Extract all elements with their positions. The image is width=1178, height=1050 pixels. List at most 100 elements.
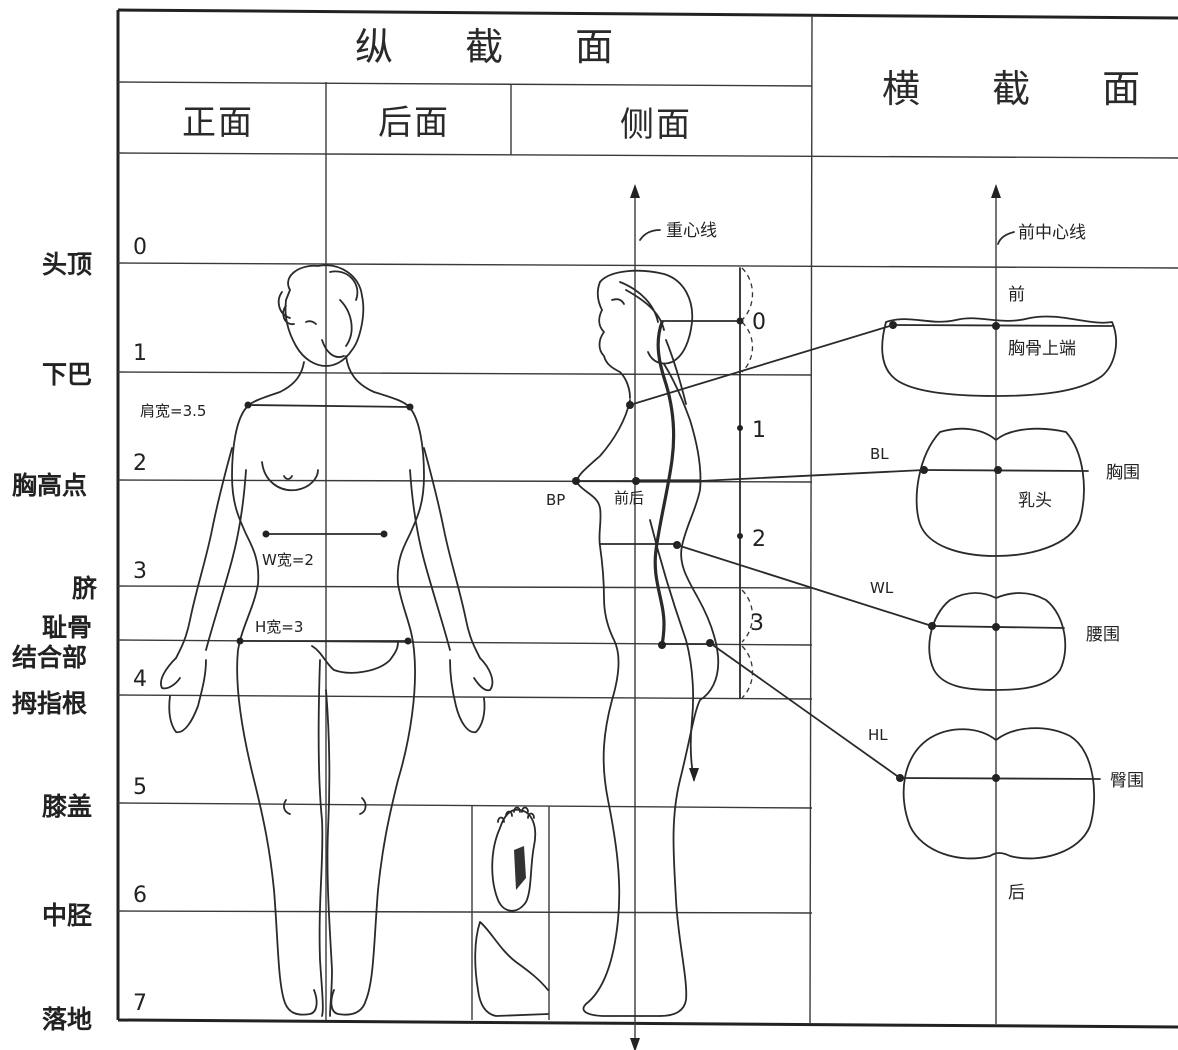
side-eye <box>611 298 625 305</box>
arm-arrow <box>689 768 699 782</box>
section-hip-line <box>899 777 1101 780</box>
head-unit-0 <box>741 267 754 373</box>
section-bust-line-label: BL <box>870 445 889 463</box>
ruler-dot-1 <box>737 425 743 431</box>
section-sternum-name: 胸骨上端 <box>1008 339 1076 359</box>
gravity-label-leader <box>639 229 661 241</box>
left-shoulder <box>245 361 305 409</box>
section-bust-dot-c <box>994 466 1002 474</box>
side-face <box>596 281 631 399</box>
side-center-dot <box>632 477 640 485</box>
section-bust-line <box>923 469 1089 472</box>
side-bp-dot <box>572 477 580 485</box>
right-hand <box>449 657 494 734</box>
section-bust-inner: 乳头 <box>1018 491 1052 511</box>
section-sternum-dot-c <box>992 322 1000 330</box>
connector-bust <box>699 469 925 482</box>
head-outline <box>284 264 365 367</box>
level-lines <box>117 262 1178 1020</box>
left-inner-leg <box>317 659 324 1017</box>
foot-sketches <box>474 806 549 1017</box>
right-arm-outer <box>423 447 481 659</box>
side-back-outline <box>659 363 720 1017</box>
level-label-4: 拇指根 <box>12 689 87 718</box>
ruler-dot-0 <box>736 317 744 325</box>
level-num-5: 5 <box>133 775 147 800</box>
bp-label: BP <box>546 491 565 509</box>
buttock-curve <box>311 641 399 674</box>
ruler-num-3: 3 <box>750 611 764 636</box>
section-hip <box>902 727 1095 860</box>
foot-side <box>474 921 549 1017</box>
right-inner-leg <box>325 689 333 1017</box>
shoulder-width-line <box>247 404 411 408</box>
header-side: 侧面 <box>620 105 692 145</box>
hair-curls <box>277 270 359 358</box>
level-numbers: 0 1 2 3 4 5 6 7 <box>133 235 147 1016</box>
level-num-0: 0 <box>133 235 147 260</box>
hip-right-dot <box>404 637 412 645</box>
section-hip-name: 臀围 <box>1110 771 1144 791</box>
cross-front-label: 前 <box>1008 285 1025 305</box>
section-hip-line-label: HL <box>868 726 888 744</box>
eye <box>305 320 317 325</box>
foot-arch <box>514 846 526 890</box>
side-hair <box>619 281 665 331</box>
side-head-back <box>599 269 694 365</box>
level-num-2: 2 <box>133 451 147 476</box>
right-arm-inner <box>409 469 451 651</box>
gravity-arrow-top <box>630 184 640 198</box>
level-label-pubic-1: 耻骨 <box>42 613 92 642</box>
waist-width-label: W宽=2 <box>262 551 314 569</box>
section-bust <box>915 427 1085 557</box>
side-back-neck <box>665 339 687 405</box>
connector-hip <box>709 642 901 779</box>
level-label-pubic-2: 结合部 <box>12 643 87 672</box>
ruler-num-1: 1 <box>752 418 766 443</box>
head-unit-3 <box>741 589 754 699</box>
hip-left-dot <box>236 637 244 645</box>
section-waist-name: 腰围 <box>1086 625 1120 645</box>
shoulder-width-label: 肩宽=3.5 <box>140 402 206 420</box>
hip-width-label: H宽=3 <box>255 618 303 636</box>
section-waist <box>928 592 1067 691</box>
left-hand <box>160 657 207 734</box>
center-axis-arrow <box>991 184 1001 198</box>
level-num-7: 7 <box>133 991 147 1016</box>
toes <box>497 806 535 823</box>
cross-sections: 前中心线 前 后 胸骨上端 BL 胸围 乳头 WL 腰围 HL 臀围 <box>868 184 1144 1024</box>
header-back: 后面 <box>378 103 450 143</box>
section-bust-name: 胸围 <box>1106 463 1140 483</box>
section-hip-dot-c <box>992 774 1000 782</box>
level-label-3: 脐 <box>72 574 98 603</box>
connector-lines <box>629 324 933 779</box>
left-outline <box>231 407 318 1016</box>
gravity-arrow-bottom <box>630 1038 640 1050</box>
right-outline <box>330 407 425 1016</box>
shoulder-right-dot <box>406 403 414 411</box>
connector-waist <box>676 544 933 627</box>
knee-marks <box>283 797 367 815</box>
gravity-line-label: 重心线 <box>666 221 717 241</box>
breast-outline <box>261 461 319 492</box>
level-labels: 头顶 下巴 胸高点 脐 耻骨 结合部 拇指根 膝盖 中胫 落地 <box>12 250 98 1034</box>
level-label-2: 胸高点 <box>12 471 87 500</box>
left-arm-outer <box>175 447 233 659</box>
waist-right-dot <box>380 530 388 538</box>
front-back-label: 前后 <box>614 489 644 507</box>
nipple-mark <box>283 475 293 480</box>
level-num-4: 4 <box>133 667 147 692</box>
shoulder-left-dot <box>244 401 252 409</box>
header-front: 正面 <box>182 103 254 143</box>
side-arm <box>649 519 695 781</box>
section-waist-line-label: WL <box>870 579 894 597</box>
connector-sternum <box>629 324 894 406</box>
table-frame <box>116 8 1178 1029</box>
side-hip-front-dot <box>658 641 666 649</box>
ruler-num-0: 0 <box>752 310 766 335</box>
section-sternum-line <box>892 324 1113 327</box>
level-num-1: 1 <box>133 341 147 366</box>
level-label-1: 下巴 <box>42 360 92 389</box>
level-label-6: 中胫 <box>42 901 92 930</box>
foot-sole <box>491 808 537 912</box>
